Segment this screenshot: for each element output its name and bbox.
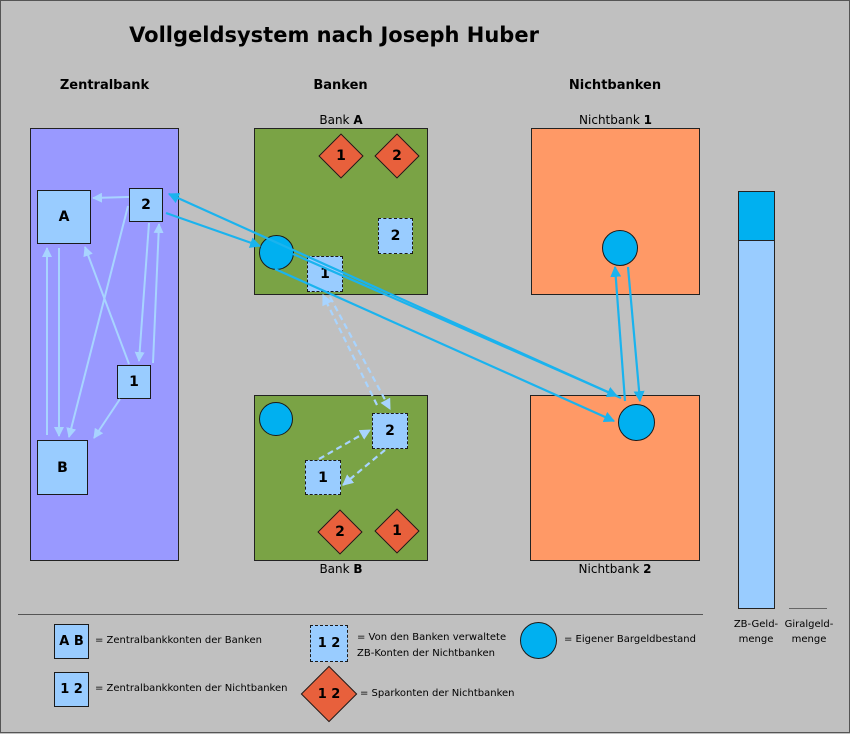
bank-a-zb-konto-2: 2 [378,218,413,254]
arrow-banka1-to-bankb2 [329,296,391,410]
cb-account-a: A [37,190,91,244]
bank-b-cash-icon [259,402,293,436]
arrow-nb2-to-nb1 [610,265,627,402]
bank-a-label: Bank A [319,113,363,127]
arrow-cb1-to-cb2 [152,223,164,364]
legend-cb-nonbank-accounts-swatch: 1 2 [54,672,89,707]
zb-geldmenge-bar [738,191,775,609]
bank-b-zb-konto-1: 1 [305,460,341,495]
arrow-cb2-to-cb1 [134,222,150,362]
arrow-nb1-to-nb2 [626,266,645,403]
column-heading-banken: Banken [313,78,368,93]
nichtbank-2-label: Nichtbank 2 [578,562,652,576]
giralgeldmenge-bar [789,608,827,609]
legend-cb-nonbank-accounts-text: = Zentralbankkonten der Nichtbanken [95,683,288,694]
legend-sparkonten-text: = Sparkonten der Nichtbanken [360,688,515,699]
arrow-bankb2-to-banka1 [322,294,378,406]
cb-account-1: 1 [117,365,151,399]
bank-b-label: Bank B [319,562,363,576]
bank-b-zb-konto-2: 2 [372,413,408,449]
nichtbank-1-cash-icon [602,230,638,266]
nichtbank-2-cash-icon [618,404,655,441]
arrow-cb2-to-a [92,192,130,203]
legend-cash-text: = Eigener Bargeldbestand [564,634,696,645]
legend-cash-icon [520,622,557,659]
arrow-cb1-to-a [83,246,130,365]
arrow-bankb1-to-bankb2 [318,429,371,460]
arrow-bankb2-to-bankb1 [342,449,386,486]
legend-cb-bank-accounts-text: = Zentralbankkonten der Banken [95,635,262,646]
nichtbank-1-label: Nichtbank 1 [579,113,652,127]
bank-b-sparkonto-2: 2 [317,509,363,555]
legend-sparkonten-swatch: 1 2 [298,665,360,723]
cb-account-b: B [37,440,88,495]
arrow-banka-cash-to-nb2-upper [292,252,619,398]
zb-geldmenge-label: ZB-Geld-menge [733,619,779,645]
legend-managed-accounts-swatch: 1 2 [310,625,348,662]
bank-a-sparkonto-1: 1 [318,133,364,179]
column-heading-zentralbank: Zentralbank [59,78,150,93]
zb-geldmenge-cash-segment [738,191,775,241]
bank-a-sparkonto-2: 2 [374,133,420,179]
legend-divider [18,614,703,615]
arrow-cb2-to-b [66,205,129,438]
column-heading-nichtbanken: Nichtbanken [568,78,662,93]
legend-cb-bank-accounts-swatch: A B [54,624,89,659]
nichtbank-2-panel [530,395,700,561]
giralgeldmenge-label: Giralgeld-menge [784,619,834,645]
cb-account-2: 2 [129,188,163,222]
arrow-banka-cash-to-nb2 [274,267,616,423]
arrow-cb2-to-banka-cash [165,211,262,248]
diagram-title: Vollgeldsystem nach Joseph Huber [129,23,539,47]
bank-b-sparkonto-1: 1 [374,508,420,554]
arrow-cb1-to-b [93,398,121,439]
